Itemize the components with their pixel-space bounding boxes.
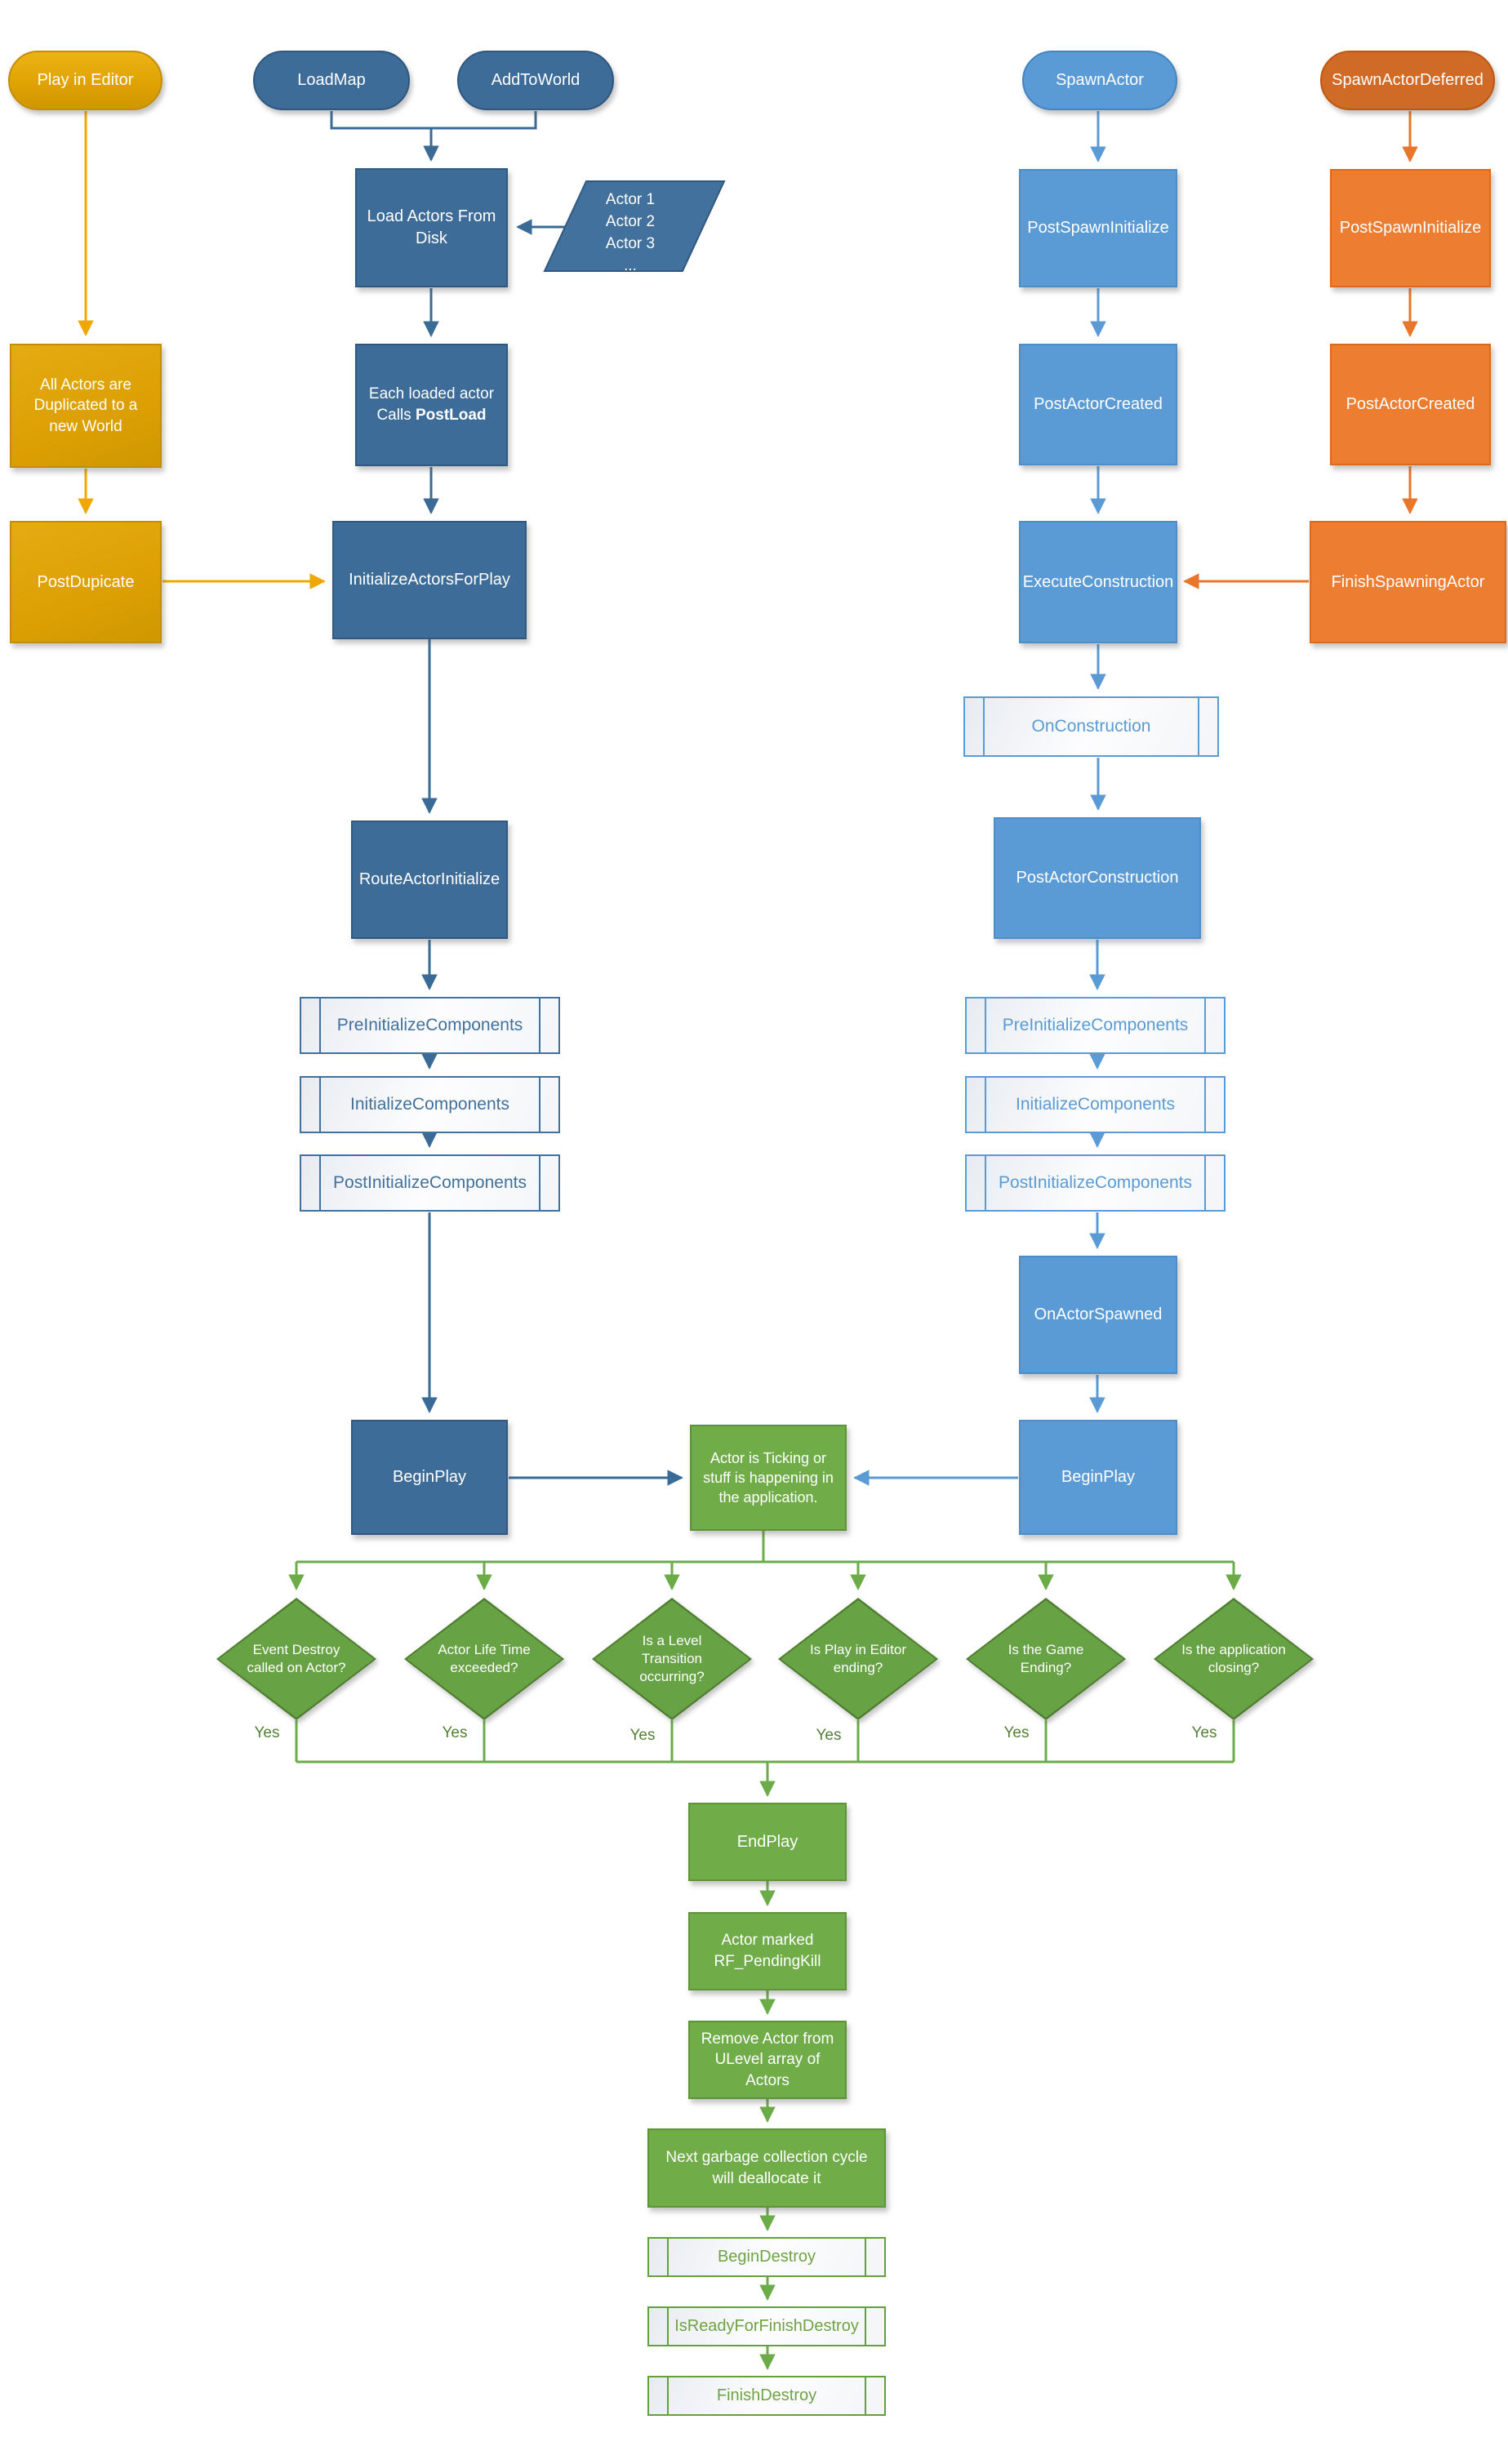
decision-level-transition: Is a Level Transition occurring? <box>592 1598 752 1720</box>
node-begin-destroy: BeginDestroy <box>647 2237 886 2277</box>
node-label-line2: Calls <box>376 407 416 424</box>
node-initialize-components-spawn: InitializeComponents <box>965 1076 1226 1133</box>
node-execute-construction: ExecuteConstruction <box>1019 521 1177 643</box>
node-label: IsReadyForFinishDestroy <box>674 2317 859 2335</box>
node-post-actor-created-spawn: PostActorCreated <box>1019 344 1177 465</box>
decision-event-destroy: Event Destroy called on Actor? <box>216 1598 376 1720</box>
node-finish-spawning-actor: FinishSpawningActor <box>1310 521 1506 643</box>
node-label: PreInitializeComponents <box>336 1015 523 1034</box>
yes-label: Yes <box>629 1727 656 1744</box>
node-label: SpawnActor <box>1056 71 1144 89</box>
node-label: Remove Actor from ULevel array of Actors <box>701 2030 834 2089</box>
node-label: PostSpawnInitialize <box>1027 219 1169 237</box>
node-is-ready-for-finish-destroy: IsReadyForFinishDestroy <box>647 2306 886 2346</box>
node-spawn-actor: SpawnActor <box>1022 51 1177 110</box>
node-post-actor-construction: PostActorConstruction <box>994 817 1201 939</box>
node-begin-play-loaded: BeginPlay <box>351 1420 508 1535</box>
node-spawn-actor-deferred: SpawnActorDeferred <box>1320 51 1495 110</box>
node-pre-initialize-components-spawn: PreInitializeComponents <box>965 997 1226 1054</box>
node-initialize-components: InitializeComponents <box>300 1076 560 1133</box>
node-post-initialize-components: PostInitializeComponents <box>300 1154 560 1212</box>
yes-label: Yes <box>254 1724 280 1741</box>
yes-label: Yes <box>816 1727 842 1744</box>
decision-label: Actor Life Time exceeded? <box>438 1641 531 1675</box>
node-label: Next garbage collection cycle will deall… <box>665 2148 868 2187</box>
node-label: Play in Editor <box>37 71 134 89</box>
yes-label: Yes <box>1191 1724 1217 1741</box>
node-route-actor-initialize: RouteActorInitialize <box>351 821 508 939</box>
node-add-to-world: AddToWorld <box>457 51 614 110</box>
node-label: PostInitializeComponents <box>999 1172 1192 1192</box>
node-label: EndPlay <box>736 1832 798 1851</box>
node-load-actors-from-disk: Load Actors From Disk <box>355 168 508 287</box>
node-label: OnActorSpawned <box>1034 1305 1163 1323</box>
node-label-line1: Each loaded actor <box>368 385 495 403</box>
node-label: PostSpawnInitialize <box>1339 219 1482 237</box>
node-post-actor-created-deferred: PostActorCreated <box>1330 344 1491 465</box>
decision-label: Is Play in Editor ending? <box>809 1641 907 1675</box>
node-label: Load Actors From Disk <box>367 207 496 247</box>
node-label: ExecuteConstruction <box>1022 572 1174 591</box>
node-load-map: LoadMap <box>253 51 410 110</box>
node-label: BeginPlay <box>392 1468 467 1486</box>
node-label: Actor is Ticking or stuff is happening i… <box>703 1449 834 1506</box>
actor-list-line: Actor 1 <box>605 191 656 208</box>
decision-label: Is a Level Transition occurring? <box>639 1632 705 1685</box>
node-end-play: EndPlay <box>688 1803 847 1881</box>
node-label: OnConstruction <box>1031 716 1151 736</box>
node-post-initialize-components-spawn: PostInitializeComponents <box>965 1154 1226 1212</box>
node-label: RouteActorInitialize <box>358 870 500 888</box>
node-begin-play-spawned: BeginPlay <box>1019 1420 1177 1535</box>
node-post-spawn-initialize-deferred: PostSpawnInitialize <box>1330 169 1491 287</box>
node-label: PostActorCreated <box>1034 395 1163 413</box>
node-remove-actor-from-ulevel: Remove Actor from ULevel array of Actors <box>688 2021 847 2099</box>
node-label: PreInitializeComponents <box>1002 1015 1189 1034</box>
actor-list-line: ... <box>624 256 637 274</box>
decision-label: Is the Game Ending? <box>1008 1641 1084 1675</box>
decision-label: Event Destroy called on Actor? <box>247 1641 346 1675</box>
node-label: BeginDestroy <box>717 2248 816 2266</box>
node-label: InitializeComponents <box>350 1094 509 1114</box>
yes-label: Yes <box>1003 1724 1030 1741</box>
connector <box>330 111 537 130</box>
node-label: PostDupicate <box>37 572 135 591</box>
node-all-actors-duplicated: All Actors are Duplicated to a new World <box>10 344 162 468</box>
actor-list-line: Actor 2 <box>605 212 656 230</box>
node-label: PostActorCreated <box>1346 395 1475 413</box>
node-post-spawn-initialize-spawn: PostSpawnInitialize <box>1019 169 1177 287</box>
node-on-construction: OnConstruction <box>963 696 1219 757</box>
node-play-in-editor: Play in Editor <box>8 51 162 110</box>
node-label: PostInitializeComponents <box>333 1172 527 1192</box>
node-label: LoadMap <box>297 71 366 89</box>
node-label: FinishDestroy <box>716 2386 817 2404</box>
node-initialize-actors-for-play: InitializeActorsForPlay <box>332 521 527 639</box>
decision-label: Is the application closing? <box>1181 1641 1286 1675</box>
node-on-actor-spawned: OnActorSpawned <box>1019 1256 1177 1374</box>
node-label: All Actors are Duplicated to a new World <box>33 376 138 435</box>
node-label: BeginPlay <box>1061 1468 1136 1486</box>
node-pre-initialize-components: PreInitializeComponents <box>300 997 560 1054</box>
node-post-duplicate: PostDupicate <box>10 521 162 643</box>
decision-pie-ending: Is Play in Editor ending? <box>778 1598 938 1720</box>
yes-label: Yes <box>442 1724 468 1741</box>
node-label: SpawnActorDeferred <box>1332 71 1484 89</box>
actor-list-line: Actor 3 <box>605 234 656 252</box>
actor-list-text: Actor 1 Actor 2 Actor 3 ... <box>565 189 696 278</box>
node-label: Actor marked RF_PendingKill <box>714 1932 821 1970</box>
node-label: FinishSpawningActor <box>1331 572 1485 591</box>
decision-lifetime-exceeded: Actor Life Time exceeded? <box>404 1598 564 1720</box>
node-label: AddToWorld <box>491 71 581 89</box>
node-finish-destroy: FinishDestroy <box>647 2376 886 2416</box>
node-label: InitializeComponents <box>1016 1094 1175 1114</box>
node-actor-ticking: Actor is Ticking or stuff is happening i… <box>690 1425 847 1531</box>
node-each-loaded-actor-postload: Each loaded actor Calls PostLoad <box>355 344 508 466</box>
decision-application-closing: Is the application closing? <box>1154 1598 1314 1720</box>
node-label: PostActorConstruction <box>1016 869 1179 887</box>
node-label: InitializeActorsForPlay <box>349 571 510 589</box>
node-label-bold: PostLoad <box>415 407 487 424</box>
decision-game-ending: Is the Game Ending? <box>966 1598 1126 1720</box>
node-garbage-collection: Next garbage collection cycle will deall… <box>647 2128 886 2208</box>
node-actor-marked-pending-kill: Actor marked RF_PendingKill <box>688 1912 847 1990</box>
